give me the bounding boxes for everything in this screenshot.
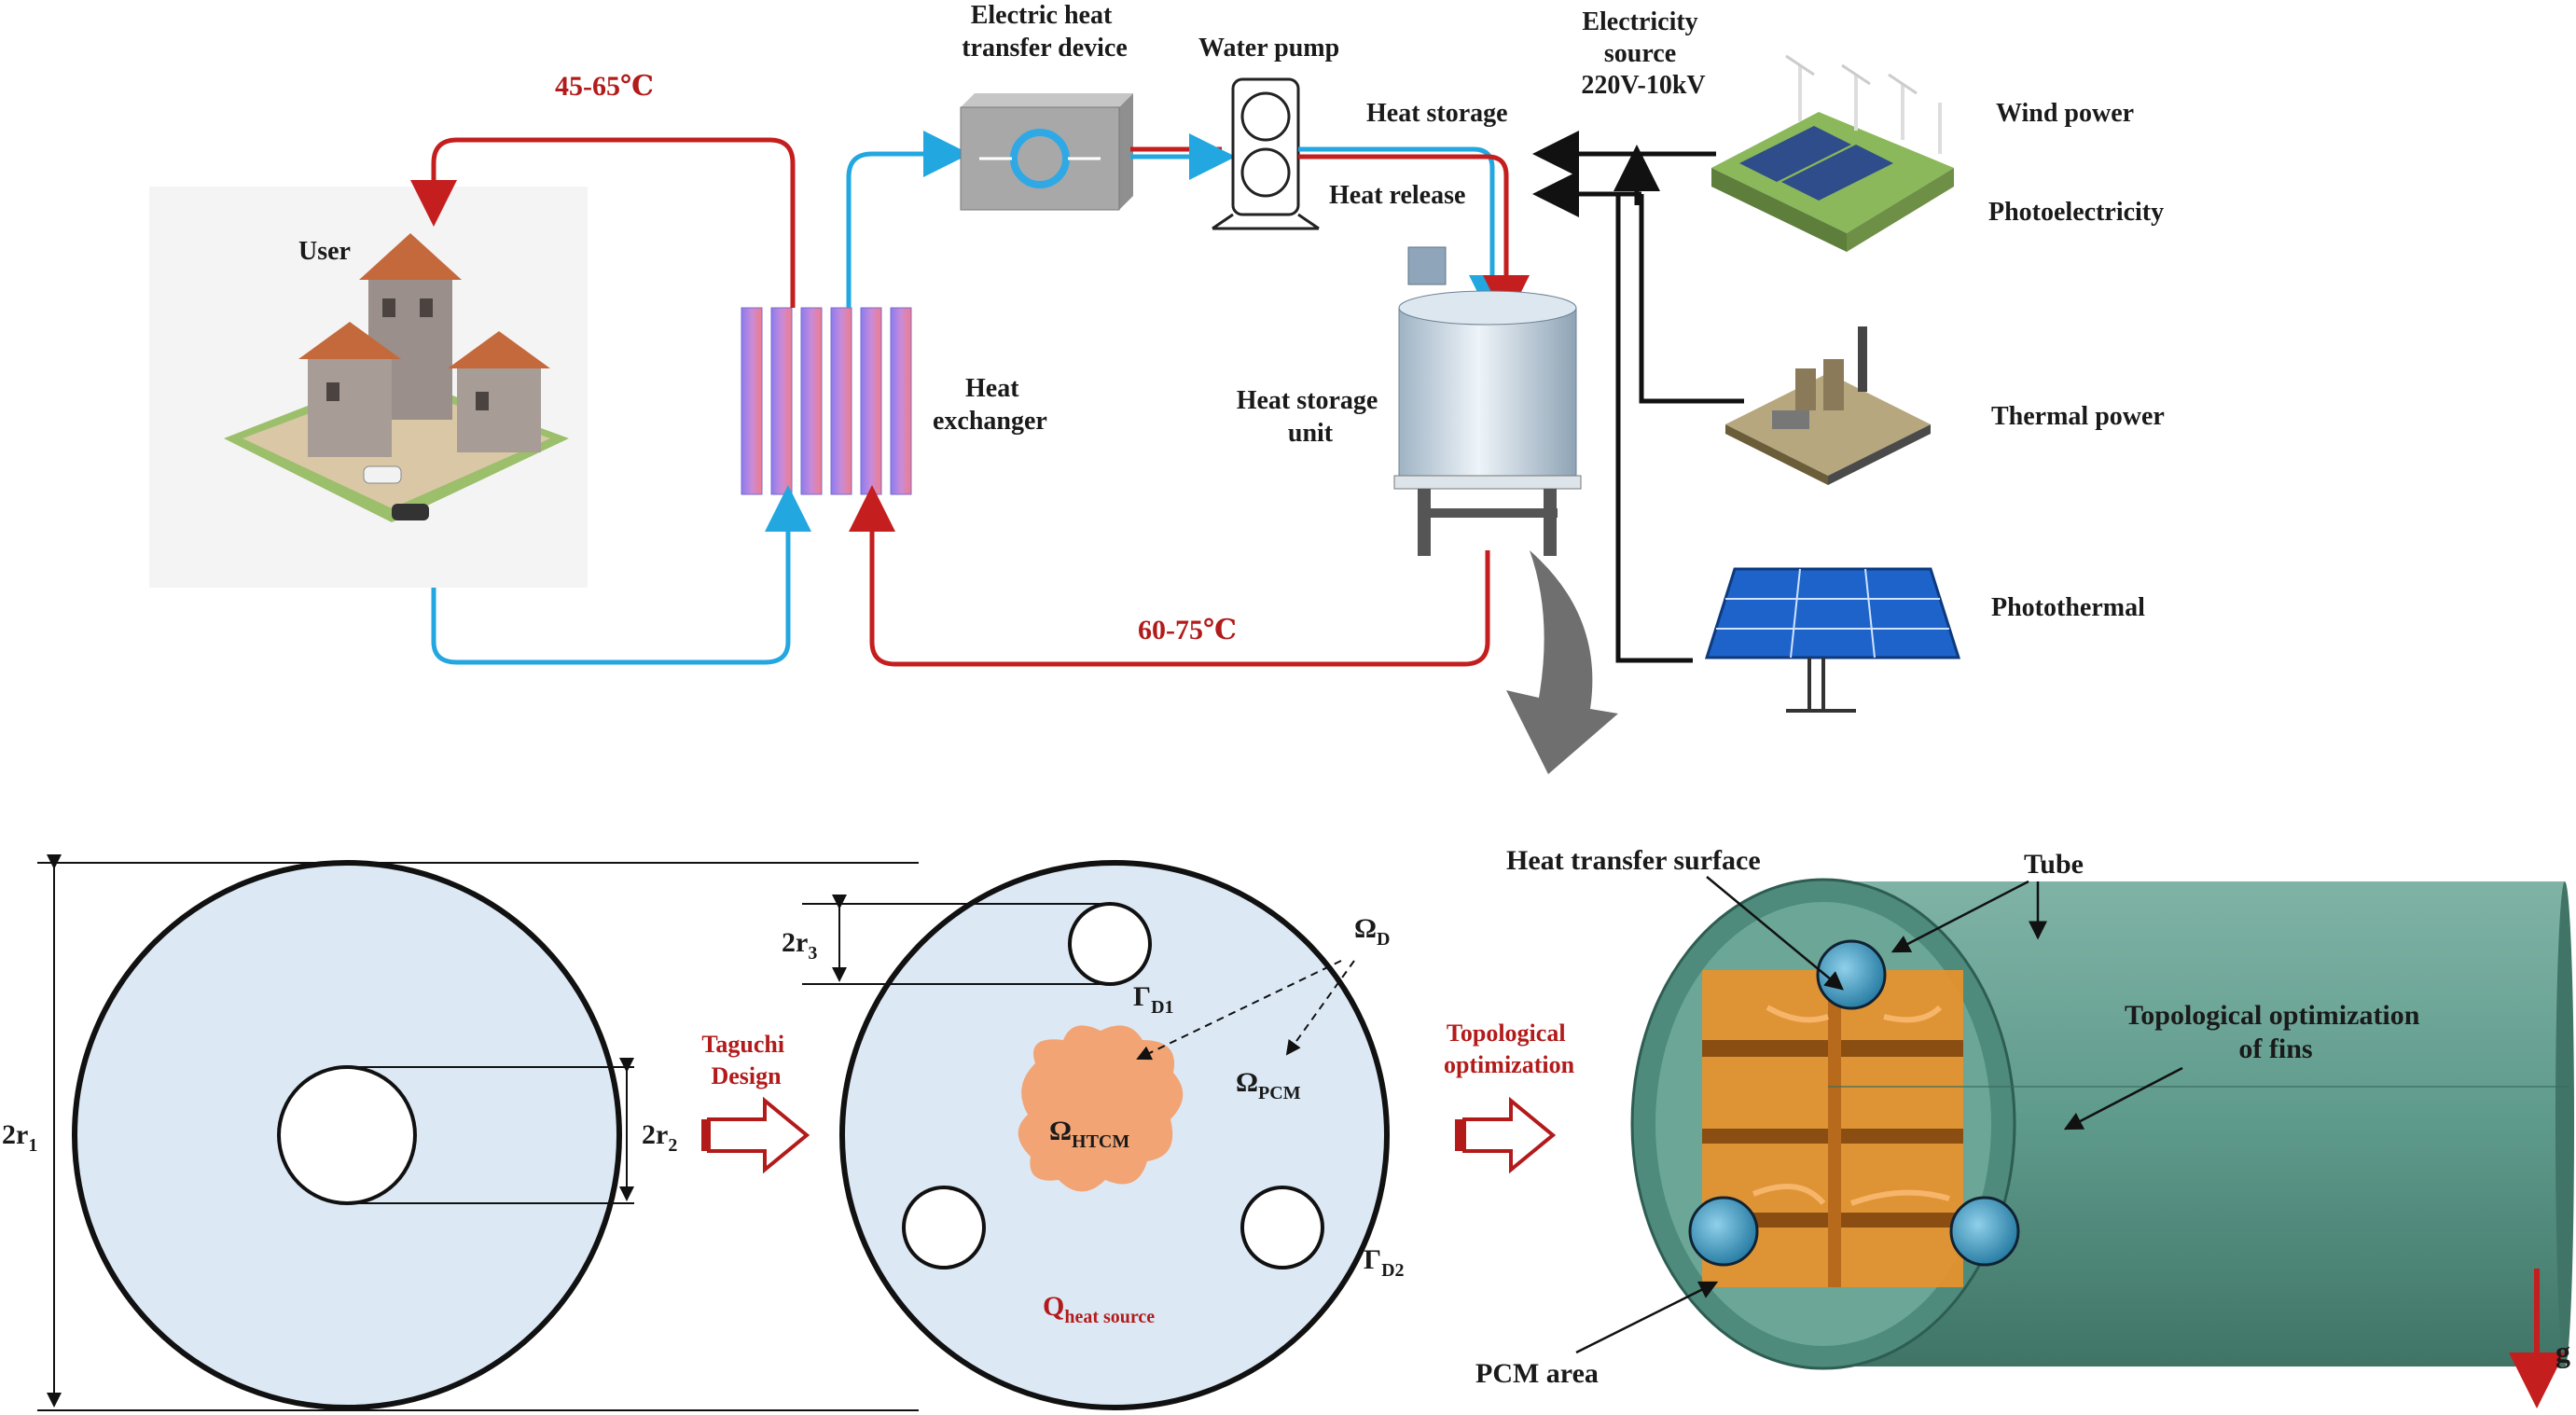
heat-release-label: Heat release [1329, 181, 1465, 210]
r2-label: 2r2 [642, 1119, 677, 1156]
arrow-tail-2 [1455, 1119, 1464, 1151]
electric-heat-transfer-device-icon [960, 93, 1133, 211]
gamma-d1-label: ΓD1 [1133, 981, 1174, 1018]
fin-tube-3d-model [1630, 878, 2574, 1370]
omega-htcm-label: ΩHTCM [1049, 1116, 1129, 1152]
electric-device-label: Electric heat transfer device [962, 1, 1128, 62]
user-house-illustration [149, 187, 588, 588]
wind-power-label: Wind power [1996, 99, 2134, 128]
cold-return-pipe [431, 485, 811, 665]
heat-exchanger-icon [741, 307, 912, 495]
pcm-area-label: PCM area [1475, 1358, 1599, 1389]
arrow-tail-1 [701, 1119, 711, 1151]
fins-leader [2063, 1066, 2183, 1131]
heat-transfer-surface-label: Heat transfer surface [1506, 845, 1761, 876]
photothermal-line [1615, 194, 1693, 663]
pump-to-tank-hot [1298, 154, 1530, 322]
user-label: User [298, 237, 351, 266]
tube-label: Tube [2024, 849, 2084, 880]
omega-d-label: ΩD [1354, 913, 1390, 950]
taguchi-design-label: Taguchi Design [701, 1031, 790, 1089]
heat-storage-tank-icon [1393, 246, 1582, 556]
gravity-label: g [2555, 1335, 2570, 1368]
omega-pcm-label: ΩPCM [1236, 1067, 1301, 1103]
wind-solar-farm-icon [1711, 54, 1954, 252]
heat-storage-label: Heat storage [1366, 99, 1508, 128]
water-pump-label: Water pump [1198, 34, 1339, 62]
water-pump-icon [1212, 77, 1320, 230]
tube-leader-1 [1890, 880, 2029, 953]
thermal-power-label: Thermal power [1991, 402, 2165, 431]
curved-down-arrow-icon [1506, 550, 1618, 774]
heat-transfer-surface-leader [1706, 876, 1844, 991]
return-temp-label: 60-75℃ [1138, 615, 1237, 645]
topological-fins-label: Topological optimization of fins [2125, 1000, 2427, 1064]
supply-temp-label: 45-65℃ [555, 71, 654, 102]
r3-label: 2r3 [782, 927, 817, 964]
hollow-right-arrow-icon-2 [1462, 1096, 1557, 1174]
cold-pipe-to-device [846, 131, 970, 308]
solar-panel-icon [1704, 567, 1961, 713]
thermal-plant-icon [1725, 326, 1931, 485]
electricity-source-label: Electricity source 220V-10kV [1581, 7, 1705, 100]
r1-label: 2r1 [2, 1119, 37, 1156]
heat-exchanger-label: Heat exchanger [933, 374, 1047, 436]
q-heat-source-label: Qheat source [1043, 1291, 1155, 1327]
pcm-area-leader [1575, 1281, 1719, 1354]
pump-to-tank-cold [1298, 146, 1516, 322]
original-domain-figure [37, 854, 919, 1411]
design-domain-figure [802, 860, 1390, 1410]
topological-optimization-label: Topological optimization [1444, 1020, 1575, 1078]
heat-storage-unit-label: Heat storage unit [1237, 386, 1385, 448]
hot-pipe-from-tank [849, 485, 1490, 667]
hot-supply-pipe [410, 137, 796, 308]
thermal-power-line [1639, 194, 1744, 404]
photothermal-label: Photothermal [1991, 593, 2145, 622]
gamma-d2-label: ΓD2 [1364, 1244, 1405, 1281]
photoelectricity-label: Photoelectricity [1988, 198, 2164, 227]
hollow-right-arrow-icon-1 [707, 1096, 810, 1174]
